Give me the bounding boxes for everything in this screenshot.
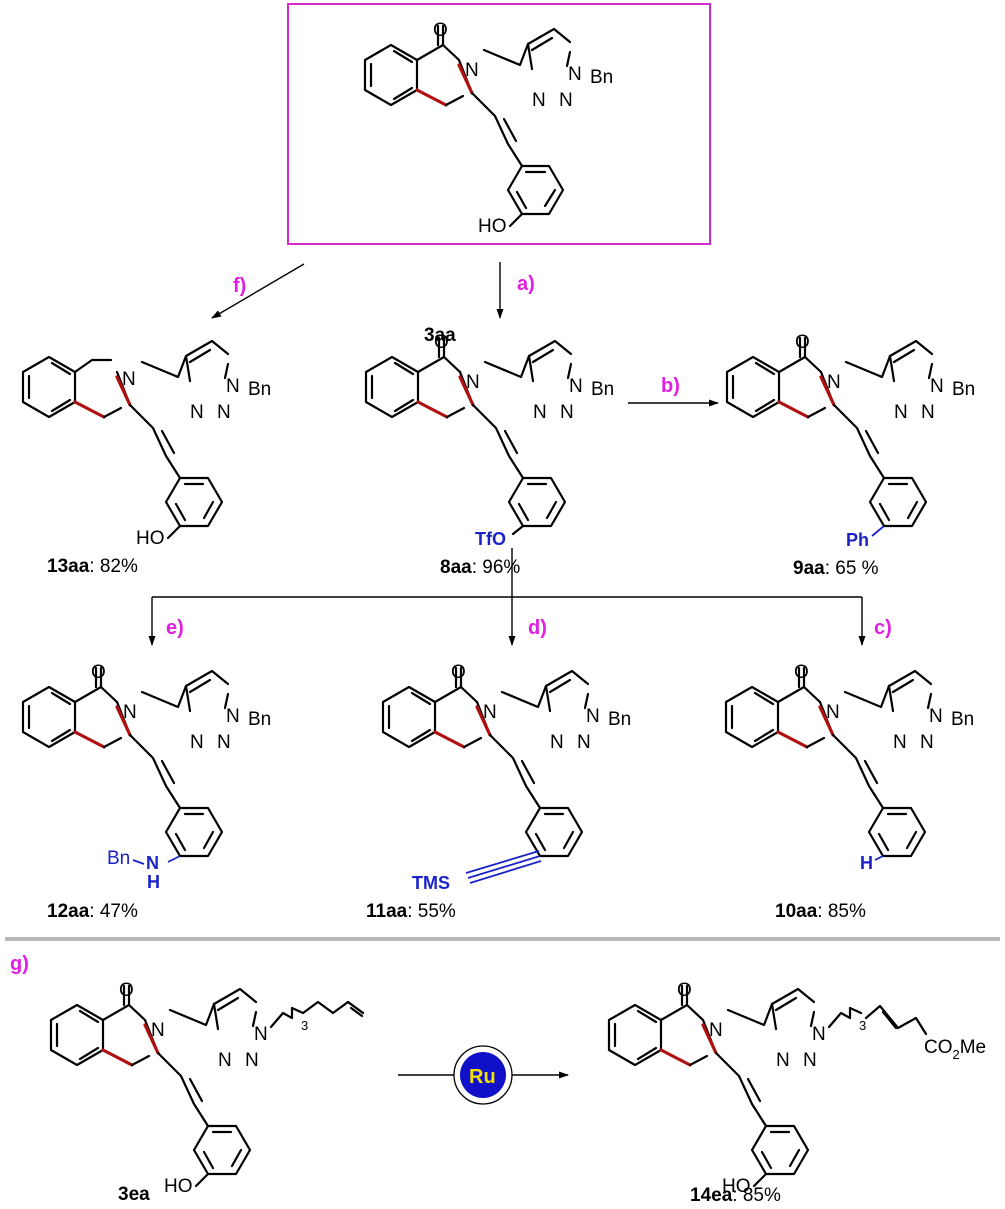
- triflate-label: TfO: [475, 529, 506, 549]
- triazole-n2: N: [245, 1050, 259, 1071]
- step-d-label: d): [528, 617, 547, 639]
- caption-10aa: 10aa: 85%: [775, 901, 866, 922]
- triazole-n1: N: [930, 376, 944, 397]
- benzyl-label: Bn: [952, 379, 975, 400]
- tms-label: TMS: [412, 873, 450, 893]
- benzyl-label: Bn: [248, 379, 271, 400]
- lactam-nitrogen: N: [151, 1020, 165, 1041]
- hydrogen-label: H: [860, 853, 873, 873]
- amine-nitrogen: N: [146, 853, 159, 873]
- step-b-label: b): [661, 375, 680, 397]
- carbonyl-oxygen: O: [451, 662, 466, 683]
- triazole-n3: N: [532, 90, 546, 111]
- benzyl-label: Bn: [608, 709, 631, 730]
- triazole-n1: N: [929, 706, 943, 727]
- caption-12aa: 12aa: 47%: [47, 901, 138, 922]
- triazole-n2: N: [559, 90, 573, 111]
- benzyl-label: Bn: [951, 709, 974, 730]
- compound-9aa: O N N Bn N N Ph 9aa: 65 %: [725, 332, 975, 579]
- triazole-n3: N: [776, 1050, 790, 1071]
- hydroxyl-label: HO: [722, 1176, 751, 1197]
- hydroxyl-label: HO: [164, 1176, 193, 1197]
- lactam-nitrogen: N: [709, 1020, 723, 1041]
- compound-13aa: N N Bn N N HO 13aa: 82%: [21, 339, 271, 577]
- triazole-n2: N: [921, 402, 935, 423]
- lactam-nitrogen: N: [826, 702, 840, 723]
- ester-group: CO2Me: [924, 1037, 986, 1062]
- phenyl-label: Ph: [846, 530, 869, 550]
- triazole-n2: N: [577, 732, 591, 753]
- lactam-nitrogen: N: [483, 702, 497, 723]
- carbonyl-oxygen: O: [433, 20, 448, 41]
- carbonyl-oxygen: O: [119, 980, 134, 1001]
- triazole-n2: N: [803, 1050, 817, 1071]
- compound-3aa: O N N Bn N N HO 3aa: [363, 20, 613, 346]
- hydroxyl-label: HO: [478, 216, 507, 237]
- amine-hydrogen: H: [147, 872, 160, 892]
- carbonyl-oxygen: O: [794, 662, 809, 683]
- carbonyl-oxygen: O: [91, 662, 106, 683]
- triazole-n1: N: [569, 376, 583, 397]
- label-3ea: 3ea: [118, 1184, 150, 1205]
- triazole-n3: N: [190, 402, 204, 423]
- triazole-n2: N: [560, 402, 574, 423]
- benzyl-label: Bn: [591, 379, 614, 400]
- tether-subscript: 3: [859, 1018, 866, 1033]
- ru-catalyst-arrow: Ru: [398, 1045, 569, 1105]
- triazole-n1: N: [586, 706, 600, 727]
- compound-8aa: O N N Bn N N TfO 8aa: 96%: [364, 332, 614, 578]
- step-c-label: c): [874, 617, 892, 639]
- triazole-n3: N: [893, 732, 907, 753]
- benzyl-label: Bn: [248, 709, 271, 730]
- caption-8aa: 8aa: 96%: [440, 557, 520, 578]
- arrow-f: [211, 263, 305, 319]
- highlight-box: [287, 3, 711, 245]
- compound-12aa: O N N Bn N N Bn N H 12aa: 47%: [21, 662, 271, 922]
- ruthenium-catalyst: [460, 1052, 506, 1098]
- step-f-label: f): [233, 275, 246, 297]
- triazole-n2: N: [217, 732, 231, 753]
- lactam-nitrogen: N: [827, 372, 841, 393]
- benzyl-label: Bn: [590, 67, 613, 88]
- caption-9aa: 9aa: 65 %: [793, 558, 879, 579]
- step-e-label: e): [166, 617, 184, 639]
- triazole-n2: N: [920, 732, 934, 753]
- amine-nitrogen: N: [122, 369, 136, 390]
- amine-benzyl-label: Bn: [107, 848, 130, 869]
- triazole-n1: N: [226, 376, 240, 397]
- compound-10aa: O N N Bn N N H 10aa: 85%: [724, 662, 974, 922]
- caption-13aa: 13aa: 82%: [47, 556, 138, 577]
- triazole-n3: N: [894, 402, 908, 423]
- tether-subscript: 3: [301, 1018, 308, 1033]
- lactam-nitrogen: N: [123, 702, 137, 723]
- triazole-n1: N: [568, 64, 582, 85]
- carbonyl-oxygen: O: [434, 332, 449, 353]
- triazole-n1: N: [812, 1024, 826, 1045]
- triazole-n3: N: [190, 732, 204, 753]
- compound-3ea: O N N 3 N N HO 3ea: [49, 980, 365, 1205]
- label-3aa: 3aa: [424, 325, 456, 346]
- carbonyl-oxygen: O: [677, 980, 692, 1001]
- caption-11aa: 11aa: 55%: [366, 901, 456, 922]
- catalyst-label: Ru: [469, 1066, 496, 1088]
- lactam-nitrogen: N: [466, 372, 480, 393]
- step-g-label: g): [10, 953, 29, 975]
- triazole-n1: N: [254, 1024, 268, 1045]
- compound-11aa: O N N Bn N N TMS 11aa: 55%: [366, 662, 631, 922]
- triazole-n1: N: [226, 706, 240, 727]
- caption-14ea: 14ea: 85%: [690, 1185, 781, 1206]
- hydroxyl-label: HO: [136, 528, 165, 549]
- triazole-n2: N: [217, 402, 231, 423]
- compound-14ea: O N N 3 N N CO2Me HO 14ea: 85%: [607, 980, 986, 1206]
- step-a-label: a): [517, 273, 535, 295]
- branch-connector: [148, 548, 866, 646]
- lactam-nitrogen: N: [465, 60, 479, 81]
- carbonyl-oxygen: O: [795, 332, 810, 353]
- section-separator: [5, 937, 1000, 941]
- triazole-n3: N: [533, 402, 547, 423]
- triazole-n3: N: [550, 732, 564, 753]
- triazole-n3: N: [218, 1050, 232, 1071]
